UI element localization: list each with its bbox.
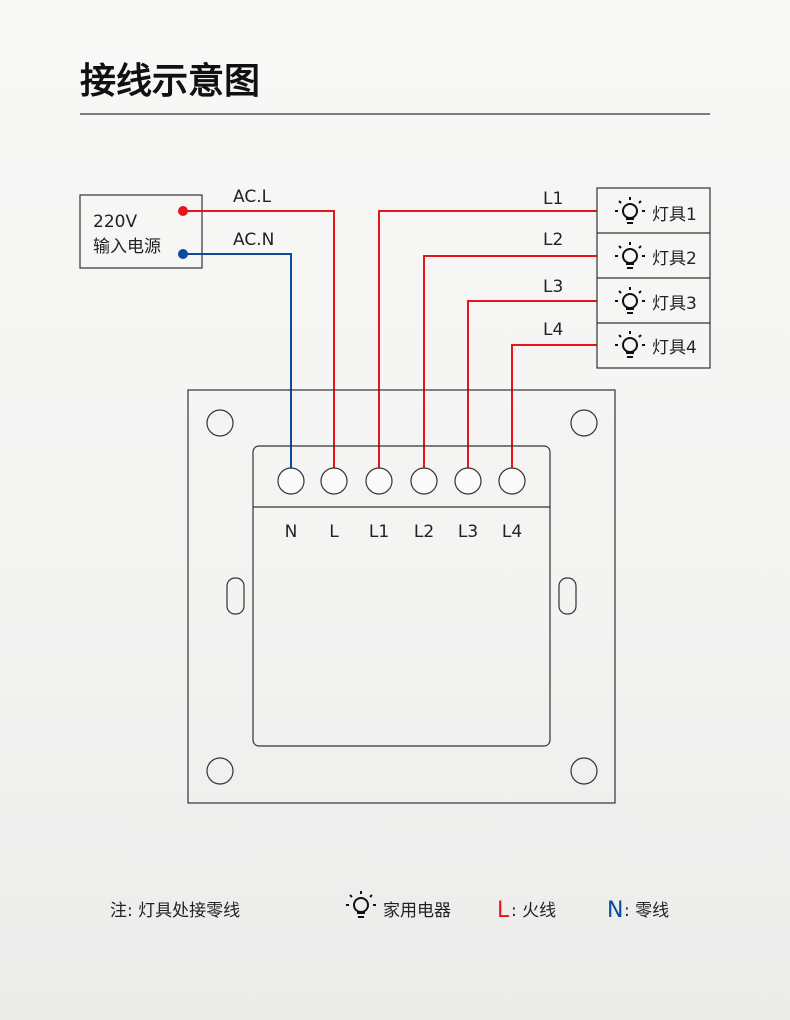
wire-label-l1: L1 [543,189,563,209]
live-wire [183,210,335,468]
power-source-box: 220V 输入电源 [79,194,203,269]
wire-label-l4: L4 [543,320,563,340]
legend-neutral-text: : 零线 [624,901,669,921]
bulb-icon [614,286,646,314]
screw-hole [206,757,234,785]
live-wire-label: AC.L [233,187,272,207]
page-title: 接线示意图 [80,61,260,102]
legend: 注: 灯具处接零线 家用电器 L : 火线 N : 零线 [110,890,669,923]
terminal-l4 [498,467,526,495]
terminal-label: L4 [502,522,522,542]
neutral-dot [178,249,188,259]
module-body [252,445,551,747]
terminal-l [320,467,348,495]
mount-slot [558,577,577,615]
terminals: N L L1 L2 L3 L4 [277,467,526,542]
terminal-l2 [410,467,438,495]
bulb-icon [345,890,377,918]
lamp-label-1: 灯具1 [652,205,697,225]
live-dot [178,206,188,216]
mount-slot [226,577,245,615]
wire-l1 [378,210,597,468]
switch-plate [187,389,616,804]
lamps-box: 灯具1 灯具2 灯具3 灯具4 [596,187,711,369]
neutral-wire [183,253,292,468]
wire-l4 [511,344,597,468]
bulb-icon [614,330,646,358]
bulb-icon [614,241,646,269]
neutral-wire-label: AC.N [233,230,274,250]
legend-live-letter: L [497,898,510,923]
legend-live-text: : 火线 [511,901,556,921]
wire-label-l3: L3 [543,277,563,297]
screw-hole [206,409,234,437]
lamp-label-4: 灯具4 [652,338,697,358]
legend-note: 注: 灯具处接零线 [110,901,240,921]
wire-l3 [467,300,597,468]
terminal-label: N [285,522,298,542]
power-voltage: 220V [93,212,137,232]
terminal-l3 [454,467,482,495]
legend-appliance: 家用电器 [383,901,451,921]
terminal-label: L [329,522,339,542]
screw-hole [570,757,598,785]
power-label: 输入电源 [93,237,161,257]
legend-neutral-letter: N [607,898,623,923]
wire-l2 [423,255,597,468]
wire-label-l2: L2 [543,230,563,250]
terminal-l1 [365,467,393,495]
lamp-label-3: 灯具3 [652,294,697,314]
terminal-label: L1 [369,522,389,542]
bulb-icon [614,196,646,224]
terminal-label: L2 [414,522,434,542]
screw-hole [570,409,598,437]
lamp-label-2: 灯具2 [652,249,697,269]
terminal-n [277,467,305,495]
terminal-label: L3 [458,522,478,542]
